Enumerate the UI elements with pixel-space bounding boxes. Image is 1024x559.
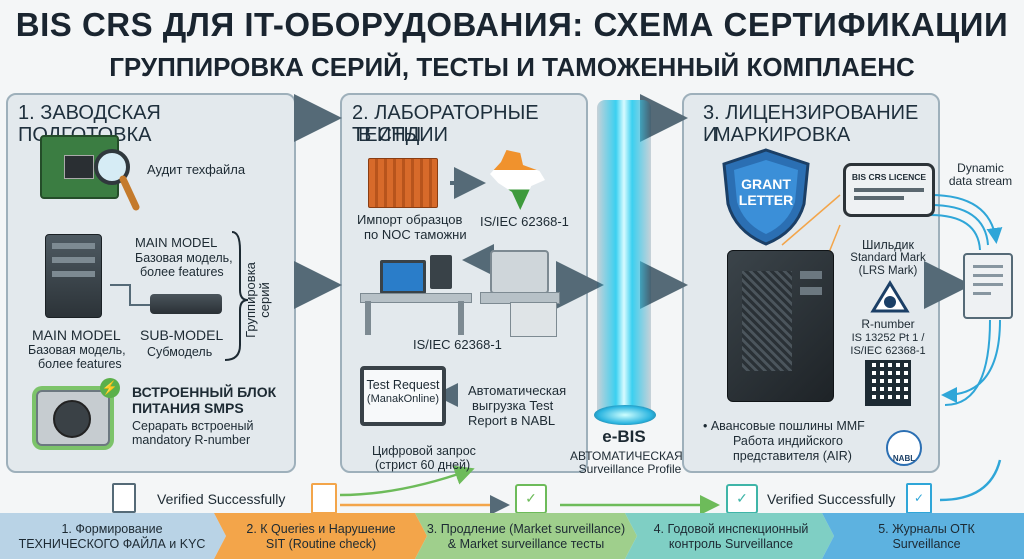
main-model-left-label: MAIN MODEL [32, 328, 121, 342]
nabl-seal-text: NABL [888, 454, 920, 463]
grant-line1: GRANT [716, 176, 816, 192]
grant-line2: LETTER [716, 192, 816, 208]
lab-test-machine-icon [480, 240, 560, 335]
container-icon [368, 158, 438, 208]
test-request-monitor: Test Request (ManakOnline) [360, 366, 446, 426]
import-line2: по NOC таможни [364, 228, 467, 242]
sub-model-label: SUB-MODEL [140, 328, 223, 342]
main-model-left-desc2: более features [38, 357, 122, 371]
smps-desc2: mandatory R-number [132, 433, 250, 447]
auto-upload-line3: Report в NABL [468, 414, 555, 428]
import-line1: Импорт образцов [357, 213, 462, 227]
air-line1: Работа индийского [733, 434, 843, 448]
step-5-line1: 5. Журналы ОТК [834, 522, 1019, 537]
standard-mark-logo-icon [870, 280, 910, 314]
verified-right-label: Verified Successfully [767, 491, 895, 507]
smps-label-line2: ПИТАНИЯ SMPS [132, 401, 244, 415]
licence-text: BIS CRS LICENCE [846, 170, 932, 184]
magnifier-icon [90, 145, 140, 215]
data-stream-line2: data stream [938, 174, 1023, 188]
doc-check-icon: ✓ [906, 483, 932, 514]
plate-line2: Standard Mark [843, 251, 933, 265]
digital-request-line2: (стрист 60 дней) [375, 458, 470, 472]
step-1-line2: ТЕХНИЧЕСКОГО ФАЙЛА и KYC [10, 537, 214, 552]
nabl-seal-icon: NABL [886, 430, 922, 466]
ebis-sub1: АВТОМАТИЧЕСКАЯ [570, 449, 680, 463]
grouping-line2: серий [258, 245, 272, 355]
calendar-check-icon-2: ✓ [726, 484, 758, 514]
auto-upload-line2: выгрузка Test [472, 399, 553, 413]
step-1-line1: 1. Формирование [10, 522, 214, 537]
step-3-label: 3. Продление (Market surveillance) & Mar… [420, 522, 632, 552]
plate-line1: Шильдик [843, 238, 933, 252]
server-tower-icon [45, 234, 102, 318]
step-2-line1: 2. К Queries и Нарушение [226, 522, 416, 537]
auto-upload-line1: Автоматическая [468, 384, 566, 398]
test-request-line2: (ManakOnline) [364, 392, 442, 406]
main-model-left-desc1: Базовая модель, [28, 343, 126, 357]
step-5-label: 5. Журналы ОТК Surveillance [834, 522, 1019, 552]
server-tower-large-icon [727, 250, 834, 402]
grouping-line1: Группировка [244, 245, 258, 355]
standard-top-label: IS/IEC 62368-1 [480, 215, 569, 229]
step-4-line2: контроль Surveillance [637, 537, 825, 552]
rnum-line2: IS 13252 Pt 1 / [843, 331, 933, 345]
plate-line3: (LRS Mark) [843, 264, 933, 278]
sub-model-device-icon [150, 294, 222, 314]
desk-computer-icon [360, 255, 470, 335]
step-2-line2: SIT (Routine check) [226, 537, 416, 552]
data-stream-line1: Dynamic [938, 161, 1023, 175]
qr-code-icon [865, 360, 911, 406]
step-5-line2: Surveillance [834, 537, 1019, 552]
grouping-label: Группировка серий [248, 236, 268, 356]
doc-search-icon [112, 483, 136, 513]
fees-label: • Авансовые пошлины MMF [703, 419, 865, 433]
digital-request-line1: Цифровой запрос [372, 444, 476, 458]
rnum-line1: R-number [843, 317, 933, 331]
lightning-icon: ⚡ [100, 378, 120, 398]
step-4-label: 4. Годовой инспекционный контроль Survei… [637, 522, 825, 552]
test-request-line1: Test Request [364, 378, 442, 392]
journal-document-icon [963, 253, 1013, 319]
main-model-right-label: MAIN MODEL [135, 236, 217, 250]
step-4-line1: 4. Годовой инспекционный [637, 522, 825, 537]
audit-label: Аудит техфайла [147, 163, 245, 177]
step-2-label: 2. К Queries и Нарушение SIT (Routine ch… [226, 522, 416, 552]
rnum-line3: IS/IEC 62368-1 [843, 344, 933, 358]
step-3-line2: & Market surveillance тесты [420, 537, 632, 552]
ebis-label: e-BIS [586, 430, 662, 444]
sub-model-desc: Субмодель [147, 345, 212, 359]
ebis-sub2: Surveillance Profile [570, 462, 690, 476]
ebis-base-ring [594, 405, 656, 425]
main-model-right-desc2: более features [140, 265, 224, 279]
main-model-right-desc1: Базовая модель, [135, 251, 233, 265]
grant-letter-text: GRANT LETTER [716, 176, 816, 208]
step-1-label: 1. Формирование ТЕХНИЧЕСКОГО ФАЙЛА и KYC [10, 522, 214, 552]
smps-desc1: Серарать встроеный [132, 419, 253, 433]
psu-icon [36, 390, 110, 446]
verified-left-label: Verified Successfully [157, 491, 285, 507]
standard-mid-label: IS/IEC 62368-1 [413, 338, 502, 352]
ebis-data-beam [597, 100, 651, 420]
calendar-check-icon: ✓ [515, 484, 547, 514]
step-3-line1: 3. Продление (Market surveillance) [420, 522, 632, 537]
clipboard-icon [311, 483, 337, 514]
smps-label-line1: ВСТРОЕННЫЙ БЛОК [132, 385, 276, 399]
air-line2: представителя (AIR) [733, 449, 852, 463]
licence-card: BIS CRS LICENCE [843, 163, 935, 217]
